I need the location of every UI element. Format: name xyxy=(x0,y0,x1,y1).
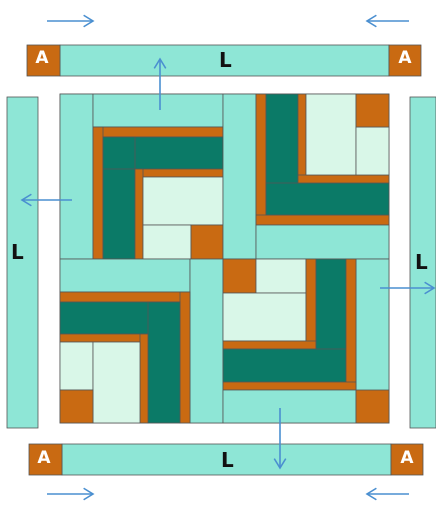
arrow-top-right-left xyxy=(365,14,409,28)
tr-orange-inner-left xyxy=(297,93,307,184)
tr-pale-square-right xyxy=(355,126,390,176)
strip-right-label: L xyxy=(415,250,428,274)
br-orange-inner-right xyxy=(305,258,317,350)
br-teal-log-bottom xyxy=(222,348,347,383)
bl-orange-inner-right xyxy=(139,333,149,424)
corner-label-bottom-right: A xyxy=(400,448,414,468)
br-pale-square-top xyxy=(255,258,307,294)
tl-orange-inner-top xyxy=(134,168,224,178)
bottom-left-corner-square xyxy=(28,443,63,476)
arrow-bottom-right-left xyxy=(365,487,409,501)
tl-teal-log-left-lower xyxy=(102,168,136,260)
strip-bottom-label: L xyxy=(221,448,234,472)
br-pale-square-bottom xyxy=(222,292,307,342)
bl-pale-square-left xyxy=(59,341,94,391)
tl-orange-log-top xyxy=(92,126,224,138)
right-border-strip xyxy=(409,96,436,429)
br-orange-log-right xyxy=(345,258,357,391)
br-orange-log-bottom xyxy=(222,381,357,391)
tl-outer-left-strip xyxy=(59,93,94,260)
tl-pale-square-top xyxy=(142,176,224,226)
strip-top-label: L xyxy=(219,48,232,72)
tl-pale-square-bottom xyxy=(142,224,192,260)
br-corner-orange-square xyxy=(355,389,390,424)
arrow-bottom-left-right xyxy=(47,487,95,501)
arrow-down-bottom-strip xyxy=(273,408,287,470)
corner-label-bottom-left: A xyxy=(37,448,51,468)
tl-orange-log-left xyxy=(92,126,104,260)
tr-outer-left-strip xyxy=(222,93,257,260)
bl-outer-top-strip xyxy=(59,258,191,293)
tr-teal-log-bottom xyxy=(265,182,390,216)
top-right-corner-square xyxy=(388,44,422,77)
left-border-strip xyxy=(6,96,39,429)
tr-pale-square-left xyxy=(305,93,357,176)
tr-orange-log-left xyxy=(255,93,267,226)
arrow-right-right-strip xyxy=(380,281,436,295)
bl-orange-log-right xyxy=(179,291,191,424)
tr-corner-orange-square xyxy=(355,93,390,128)
arrow-up-top-strip xyxy=(153,57,167,110)
arrow-top-left-right xyxy=(47,14,95,28)
tl-orange-inner-left xyxy=(134,168,144,260)
br-orange-inner-bottom xyxy=(222,340,317,350)
bl-teal-log-right xyxy=(147,301,181,424)
tr-orange-inner-bottom xyxy=(297,174,390,184)
bl-orange-log-top xyxy=(59,291,191,303)
tl-outer-top-strip xyxy=(92,93,224,128)
tr-outer-bottom-strip xyxy=(255,224,390,260)
bl-pale-square-right xyxy=(92,341,141,424)
bottom-right-corner-square xyxy=(390,443,424,476)
quilt-block-pieces xyxy=(59,93,390,424)
corner-label-top-right: A xyxy=(398,48,412,68)
border-strips xyxy=(6,44,436,476)
top-left-corner-square xyxy=(26,44,61,77)
arrow-left-left-strip xyxy=(20,193,72,207)
corner-label-top-left: A xyxy=(35,48,49,68)
direction-arrows xyxy=(20,14,436,501)
strip-left-label: L xyxy=(11,240,24,264)
bl-outer-right-strip xyxy=(189,258,224,424)
tr-orange-log-bottom xyxy=(255,214,390,226)
br-center-orange-square xyxy=(222,258,257,294)
tl-center-orange-square xyxy=(190,224,224,260)
bl-corner-orange-square xyxy=(59,389,94,424)
bl-orange-inner-top xyxy=(59,333,149,343)
br-outer-bottom-strip xyxy=(222,389,357,424)
bottom-border-strip xyxy=(61,443,392,476)
